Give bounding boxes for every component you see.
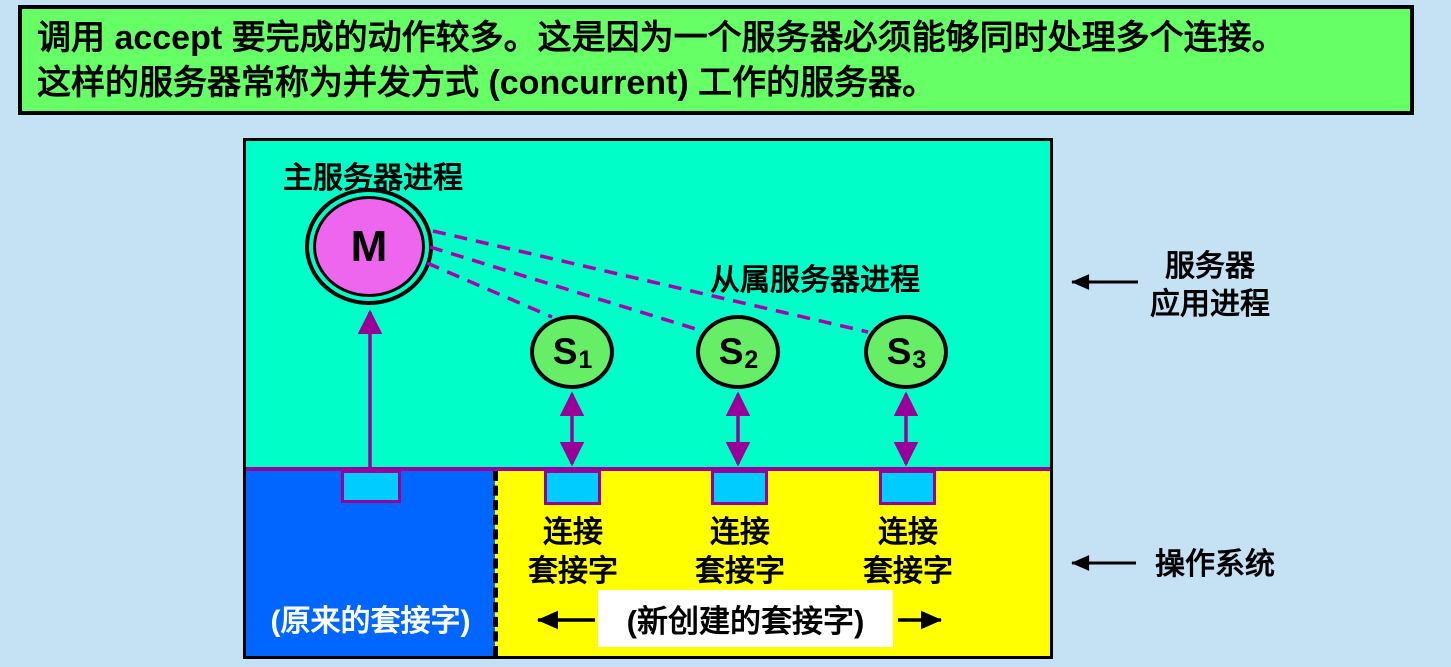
banner-line-2: 这样的服务器常称为并发方式 (concurrent) 工作的服务器。	[37, 64, 937, 102]
slave-node-s2-subscript: 2	[744, 345, 759, 374]
master-socket	[341, 470, 401, 503]
slave-node-s3-subscript: 3	[912, 345, 927, 374]
info-banner: 调用 accept 要完成的动作较多。这是因为一个服务器必须能够同时处理多个连接…	[18, 5, 1414, 115]
connection-socket-label-1-line2: 套接字	[528, 555, 618, 588]
connection-socket-label-3: 连接 套接字	[838, 513, 978, 591]
master-process-node: M	[305, 188, 433, 305]
slave-node-s3-label: S	[886, 331, 912, 372]
connection-socket-label-3-line1: 连接	[878, 516, 938, 549]
connection-socket-2	[711, 470, 768, 505]
new-socket-label-box: (新创建的套接字)	[598, 590, 893, 647]
server-process-annotation: 服务器 应用进程	[1142, 248, 1278, 324]
connection-socket-1	[544, 470, 601, 505]
connection-socket-label-2: 连接 套接字	[670, 513, 810, 591]
process-os-boundary-line	[246, 467, 1050, 471]
slave-node-s2-label: S	[718, 331, 744, 372]
slave-process-label: 从属服务器进程	[710, 264, 920, 297]
connection-socket-label-2-line2: 套接字	[695, 555, 785, 588]
connection-socket-3	[879, 470, 936, 505]
os-annotation: 操作系统	[1155, 548, 1275, 581]
master-node-label: M	[313, 196, 425, 297]
server-process-annotation-line2: 应用进程	[1150, 288, 1270, 321]
connection-socket-label-2-line1: 连接	[710, 516, 770, 549]
slave-node-s1-label: S	[552, 331, 578, 372]
slave-node-s1-subscript: 1	[578, 345, 593, 374]
server-process-annotation-line1: 服务器	[1165, 250, 1255, 283]
connection-socket-label-1-line1: 连接	[543, 516, 603, 549]
new-socket-label: (新创建的套接字)	[626, 604, 865, 639]
banner-line-1: 调用 accept 要完成的动作较多。这是因为一个服务器必须能够同时处理多个连接…	[37, 19, 1286, 57]
socket-separator-dashed-line	[493, 471, 498, 656]
original-socket-label: (原来的套接字)	[270, 605, 471, 638]
connection-socket-label-3-line2: 套接字	[863, 555, 953, 588]
connection-socket-label-1: 连接 套接字	[503, 513, 643, 591]
